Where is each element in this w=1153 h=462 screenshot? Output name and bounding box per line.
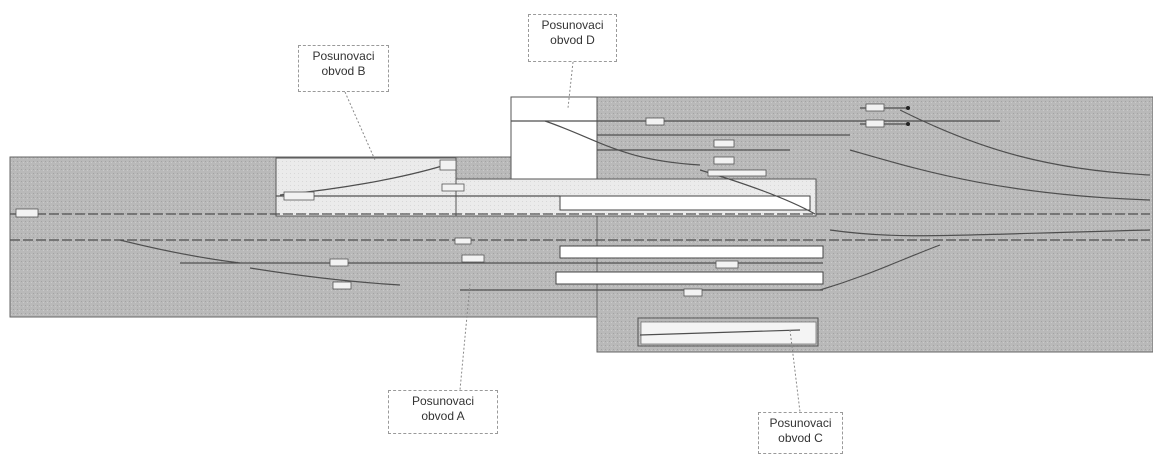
callout-c-line2: obvod C bbox=[778, 431, 823, 445]
platform-2 bbox=[559, 245, 824, 259]
curve-3 bbox=[829, 229, 1151, 237]
platform-3 bbox=[555, 271, 824, 285]
curve-4 bbox=[819, 244, 941, 291]
marker bbox=[865, 103, 885, 112]
curve-2 bbox=[849, 149, 1151, 201]
leader-a bbox=[459, 283, 471, 391]
callout-obvod-c: Posunovaci obvod C bbox=[758, 412, 843, 454]
endpoints bbox=[906, 106, 910, 126]
callout-d-line1: Posunovaci bbox=[541, 18, 604, 32]
marker bbox=[715, 260, 739, 269]
callout-obvod-a: Posunovaci obvod A bbox=[388, 390, 498, 434]
track-11 bbox=[639, 329, 801, 336]
marker bbox=[454, 237, 472, 245]
callout-obvod-d: Posunovaci obvod D bbox=[528, 14, 617, 62]
zone-upper-right bbox=[596, 96, 1153, 353]
callout-d-line2: obvod D bbox=[550, 33, 595, 47]
callout-c-line1: Posunovaci bbox=[769, 416, 832, 430]
marker bbox=[707, 169, 767, 177]
leader-lines bbox=[344, 61, 801, 413]
platform-1 bbox=[559, 195, 811, 211]
callout-b-line1: Posunovaci bbox=[312, 49, 375, 63]
zone-c-inner bbox=[640, 321, 817, 345]
callout-a-line2: obvod A bbox=[421, 409, 465, 423]
curve-7 bbox=[899, 109, 1151, 176]
endpoint-dot bbox=[906, 106, 910, 110]
markers bbox=[15, 103, 885, 297]
endpoint-dot bbox=[906, 122, 910, 126]
curve-1 bbox=[544, 120, 701, 166]
curve-9 bbox=[249, 267, 401, 286]
marker bbox=[332, 281, 352, 290]
marker bbox=[865, 119, 885, 128]
tracks bbox=[10, 107, 1151, 336]
marker bbox=[15, 208, 39, 218]
marker bbox=[283, 191, 315, 201]
callout-obvod-b: Posunovaci obvod B bbox=[298, 45, 389, 92]
callout-a-line1: Posunovaci bbox=[411, 394, 475, 408]
leader-b bbox=[344, 91, 376, 161]
zone-b-light bbox=[275, 157, 457, 217]
marker bbox=[713, 156, 735, 165]
zone-d-light bbox=[510, 96, 598, 180]
platforms bbox=[555, 195, 824, 285]
marker bbox=[329, 258, 349, 267]
marker bbox=[683, 288, 703, 297]
callout-b-line2: obvod B bbox=[321, 64, 366, 78]
marker bbox=[713, 139, 735, 148]
marker bbox=[645, 117, 665, 126]
marker bbox=[461, 254, 485, 263]
marker bbox=[441, 183, 465, 192]
marker bbox=[439, 159, 457, 171]
leader-c bbox=[789, 329, 801, 413]
curve-6 bbox=[119, 239, 241, 264]
